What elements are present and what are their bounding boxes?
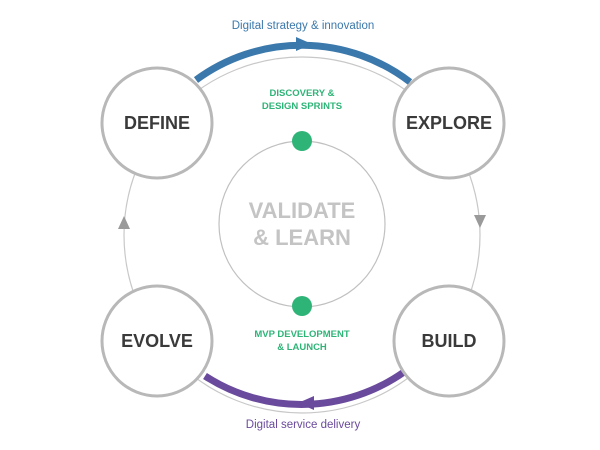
bottom-phase-label-line2: & LAUNCH [277,342,327,353]
node-explore-label: EXPLORE [406,113,492,133]
top-phase-label-line1: DISCOVERY & [270,88,335,99]
strategy-arc [193,41,413,85]
node-explore: EXPLORE [392,66,506,180]
strategy-arc-arrow-icon [296,37,312,51]
node-define-label: DEFINE [124,113,190,133]
top-caption: Digital strategy & innovation [232,20,375,32]
node-evolve: EVOLVE [100,284,214,398]
bottom-phase-label-line1: MVP DEVELOPMENT [254,329,350,340]
top-phase-label-line2: DESIGN SPRINTS [262,101,342,112]
right-side-arrow-icon [474,215,486,228]
center-label-line1: VALIDATE [249,198,356,223]
node-evolve-label: EVOLVE [121,331,193,351]
center-label-line2: & LEARN [253,225,351,250]
node-build: BUILD [392,284,506,398]
bottom-caption: Digital service delivery [246,419,361,431]
top-phase-dot [292,131,312,151]
node-define: DEFINE [100,66,214,180]
outer-cycle-ring [123,56,481,414]
node-build-label: BUILD [422,331,477,351]
inner-circle [218,140,386,308]
left-side-arrow-icon [118,216,130,229]
bottom-phase-dot [292,296,312,316]
delivery-arc-arrow-icon [298,396,314,410]
